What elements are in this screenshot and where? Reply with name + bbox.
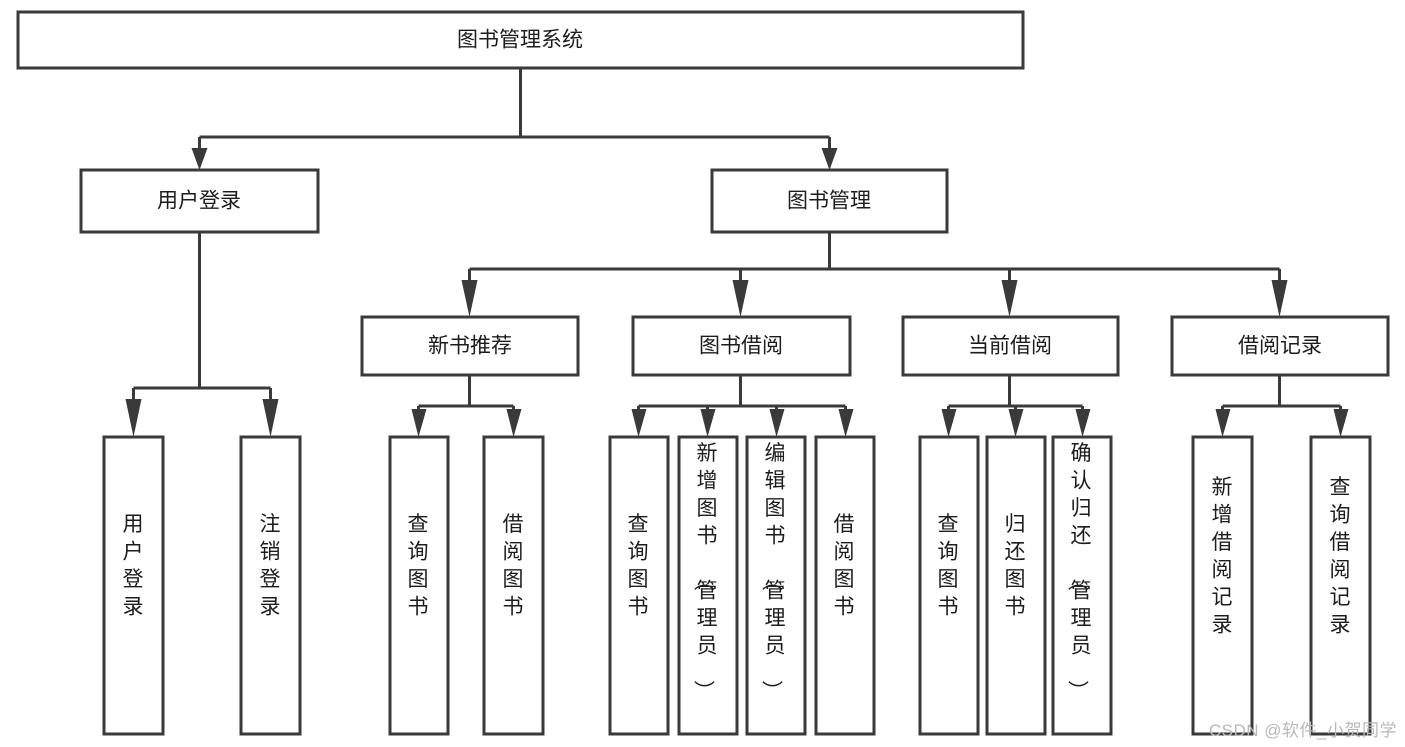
node-user-login-label: 用户登录 <box>157 190 241 213</box>
leaf-user-login-2-box[interactable] <box>239 435 302 736</box>
arrow-bookborrow-leaf2-icon <box>700 409 716 437</box>
node-new-book-recommend[interactable]: 新书推荐 <box>360 315 580 377</box>
leaf-book-borrow-1-label: 查询图书 <box>628 513 649 619</box>
leaf-current-borrow-3-box[interactable] <box>1051 435 1113 736</box>
leaf-book-borrow-3[interactable]: 编辑图书（管理员） <box>745 435 807 736</box>
leaf-book-borrow-4-label: 借阅图书 <box>834 513 855 619</box>
leaf-new-book-2-box[interactable] <box>482 435 545 736</box>
leaf-book-borrow-2-label: 新增图书（管理员） <box>692 442 718 701</box>
arrow-newbook-icon <box>461 280 478 317</box>
leaf-current-borrow-1[interactable]: 查询图书 <box>918 435 980 736</box>
leaf-borrow-record-2[interactable]: 查询借阅记录 <box>1309 435 1372 736</box>
arrow-newbook-leaf2-icon <box>506 409 522 437</box>
leaf-book-borrow-2[interactable]: 新增图书（管理员） <box>677 435 739 736</box>
leaf-current-borrow-2[interactable]: 归还图书 <box>985 435 1047 736</box>
node-new-book-recommend-label: 新书推荐 <box>428 335 512 358</box>
leaf-borrow-record-2-box[interactable] <box>1309 435 1372 736</box>
leaf-borrow-record-1[interactable]: 新增借阅记录 <box>1191 435 1254 736</box>
node-current-borrow-box[interactable] <box>901 315 1120 377</box>
connector-layer <box>125 68 1349 437</box>
arrow-bookborrow-leaf1-icon <box>631 409 647 437</box>
leaf-current-borrow-3[interactable]: 确认归还（管理员） <box>1051 435 1113 736</box>
leaf-book-borrow-4-box[interactable] <box>814 435 876 736</box>
node-borrow-record-label: 借阅记录 <box>1238 335 1322 358</box>
node-new-book-recommend-box[interactable] <box>360 315 580 377</box>
arrow-currentborrow-leaf1-icon <box>941 409 957 437</box>
arrow-currentborrow-leaf2-icon <box>1008 409 1024 437</box>
leaf-user-login-2[interactable]: 注销登录 <box>239 435 302 736</box>
arrow-bookborrow-leaf4-icon <box>838 409 854 437</box>
node-book-borrow[interactable]: 图书借阅 <box>631 315 852 377</box>
node-current-borrow-label: 当前借阅 <box>968 335 1052 358</box>
node-book-borrow-label: 图书借阅 <box>699 335 783 358</box>
arrow-bookborrow-icon <box>732 280 749 317</box>
arrow-borrowrecord-leaf1-icon <box>1215 409 1231 437</box>
leaf-user-login-1-box[interactable] <box>102 435 165 736</box>
leaf-borrow-record-1-label: 新增借阅记录 <box>1212 476 1233 637</box>
arrow-currentborrow-icon <box>1001 280 1018 317</box>
node-root-box[interactable] <box>16 10 1025 70</box>
node-root[interactable]: 图书管理系统 <box>16 10 1025 70</box>
leaf-borrow-record-2-label: 查询借阅记录 <box>1330 476 1351 637</box>
node-current-borrow[interactable]: 当前借阅 <box>901 315 1120 377</box>
leaf-book-borrow-2-box[interactable] <box>677 435 739 736</box>
leaf-new-book-1-label: 查询图书 <box>408 513 429 619</box>
leaf-borrow-record-1-box[interactable] <box>1191 435 1254 736</box>
node-user-login-box[interactable] <box>79 168 320 234</box>
node-book-manage-box[interactable] <box>710 168 949 234</box>
leaf-current-borrow-1-label: 查询图书 <box>938 513 959 619</box>
csdn-watermark: CSDN @软件_小贺同学 <box>1208 721 1397 740</box>
node-book-manage[interactable]: 图书管理 <box>710 168 949 234</box>
arrow-borrowrecord-icon <box>1271 280 1288 317</box>
leaf-book-borrow-4[interactable]: 借阅图书 <box>814 435 876 736</box>
leaf-new-book-2-label: 借阅图书 <box>503 513 524 619</box>
leaf-current-borrow-3-label: 确认归还（管理员） <box>1066 442 1092 701</box>
node-book-borrow-box[interactable] <box>631 315 852 377</box>
node-user-login[interactable]: 用户登录 <box>79 168 320 234</box>
leaf-new-book-2[interactable]: 借阅图书 <box>482 435 545 736</box>
arrow-borrowrecord-leaf2-icon <box>1333 409 1349 437</box>
leaf-book-borrow-1-box[interactable] <box>608 435 670 736</box>
arrow-userlogin-leaf1-icon <box>125 399 142 437</box>
node-borrow-record-box[interactable] <box>1170 315 1390 377</box>
leaf-user-login-1[interactable]: 用户登录 <box>102 435 165 736</box>
arrow-currentborrow-leaf3-icon <box>1075 409 1091 437</box>
node-book-manage-label: 图书管理 <box>787 190 871 213</box>
leaf-current-borrow-2-box[interactable] <box>985 435 1047 736</box>
arrow-newbook-leaf1-icon <box>411 409 427 437</box>
arrow-bookborrow-leaf3-icon <box>769 409 785 437</box>
leaf-new-book-1-box[interactable] <box>388 435 450 736</box>
leaf-current-borrow-2-label: 归还图书 <box>1005 513 1026 619</box>
leaf-book-borrow-3-label: 编辑图书（管理员） <box>760 442 786 701</box>
leaf-user-login-1-label: 用户登录 <box>123 513 144 619</box>
arrow-user-login-icon <box>191 148 208 170</box>
leaf-new-book-1[interactable]: 查询图书 <box>388 435 450 736</box>
arrow-book-manage-icon <box>821 148 838 170</box>
leaf-book-borrow-3-box[interactable] <box>745 435 807 736</box>
leaf-current-borrow-1-box[interactable] <box>918 435 980 736</box>
node-borrow-record[interactable]: 借阅记录 <box>1170 315 1390 377</box>
leaf-book-borrow-1[interactable]: 查询图书 <box>608 435 670 736</box>
arrow-userlogin-leaf2-icon <box>262 399 279 437</box>
leaf-user-login-2-label: 注销登录 <box>260 513 281 619</box>
node-root-label: 图书管理系统 <box>457 29 583 52</box>
